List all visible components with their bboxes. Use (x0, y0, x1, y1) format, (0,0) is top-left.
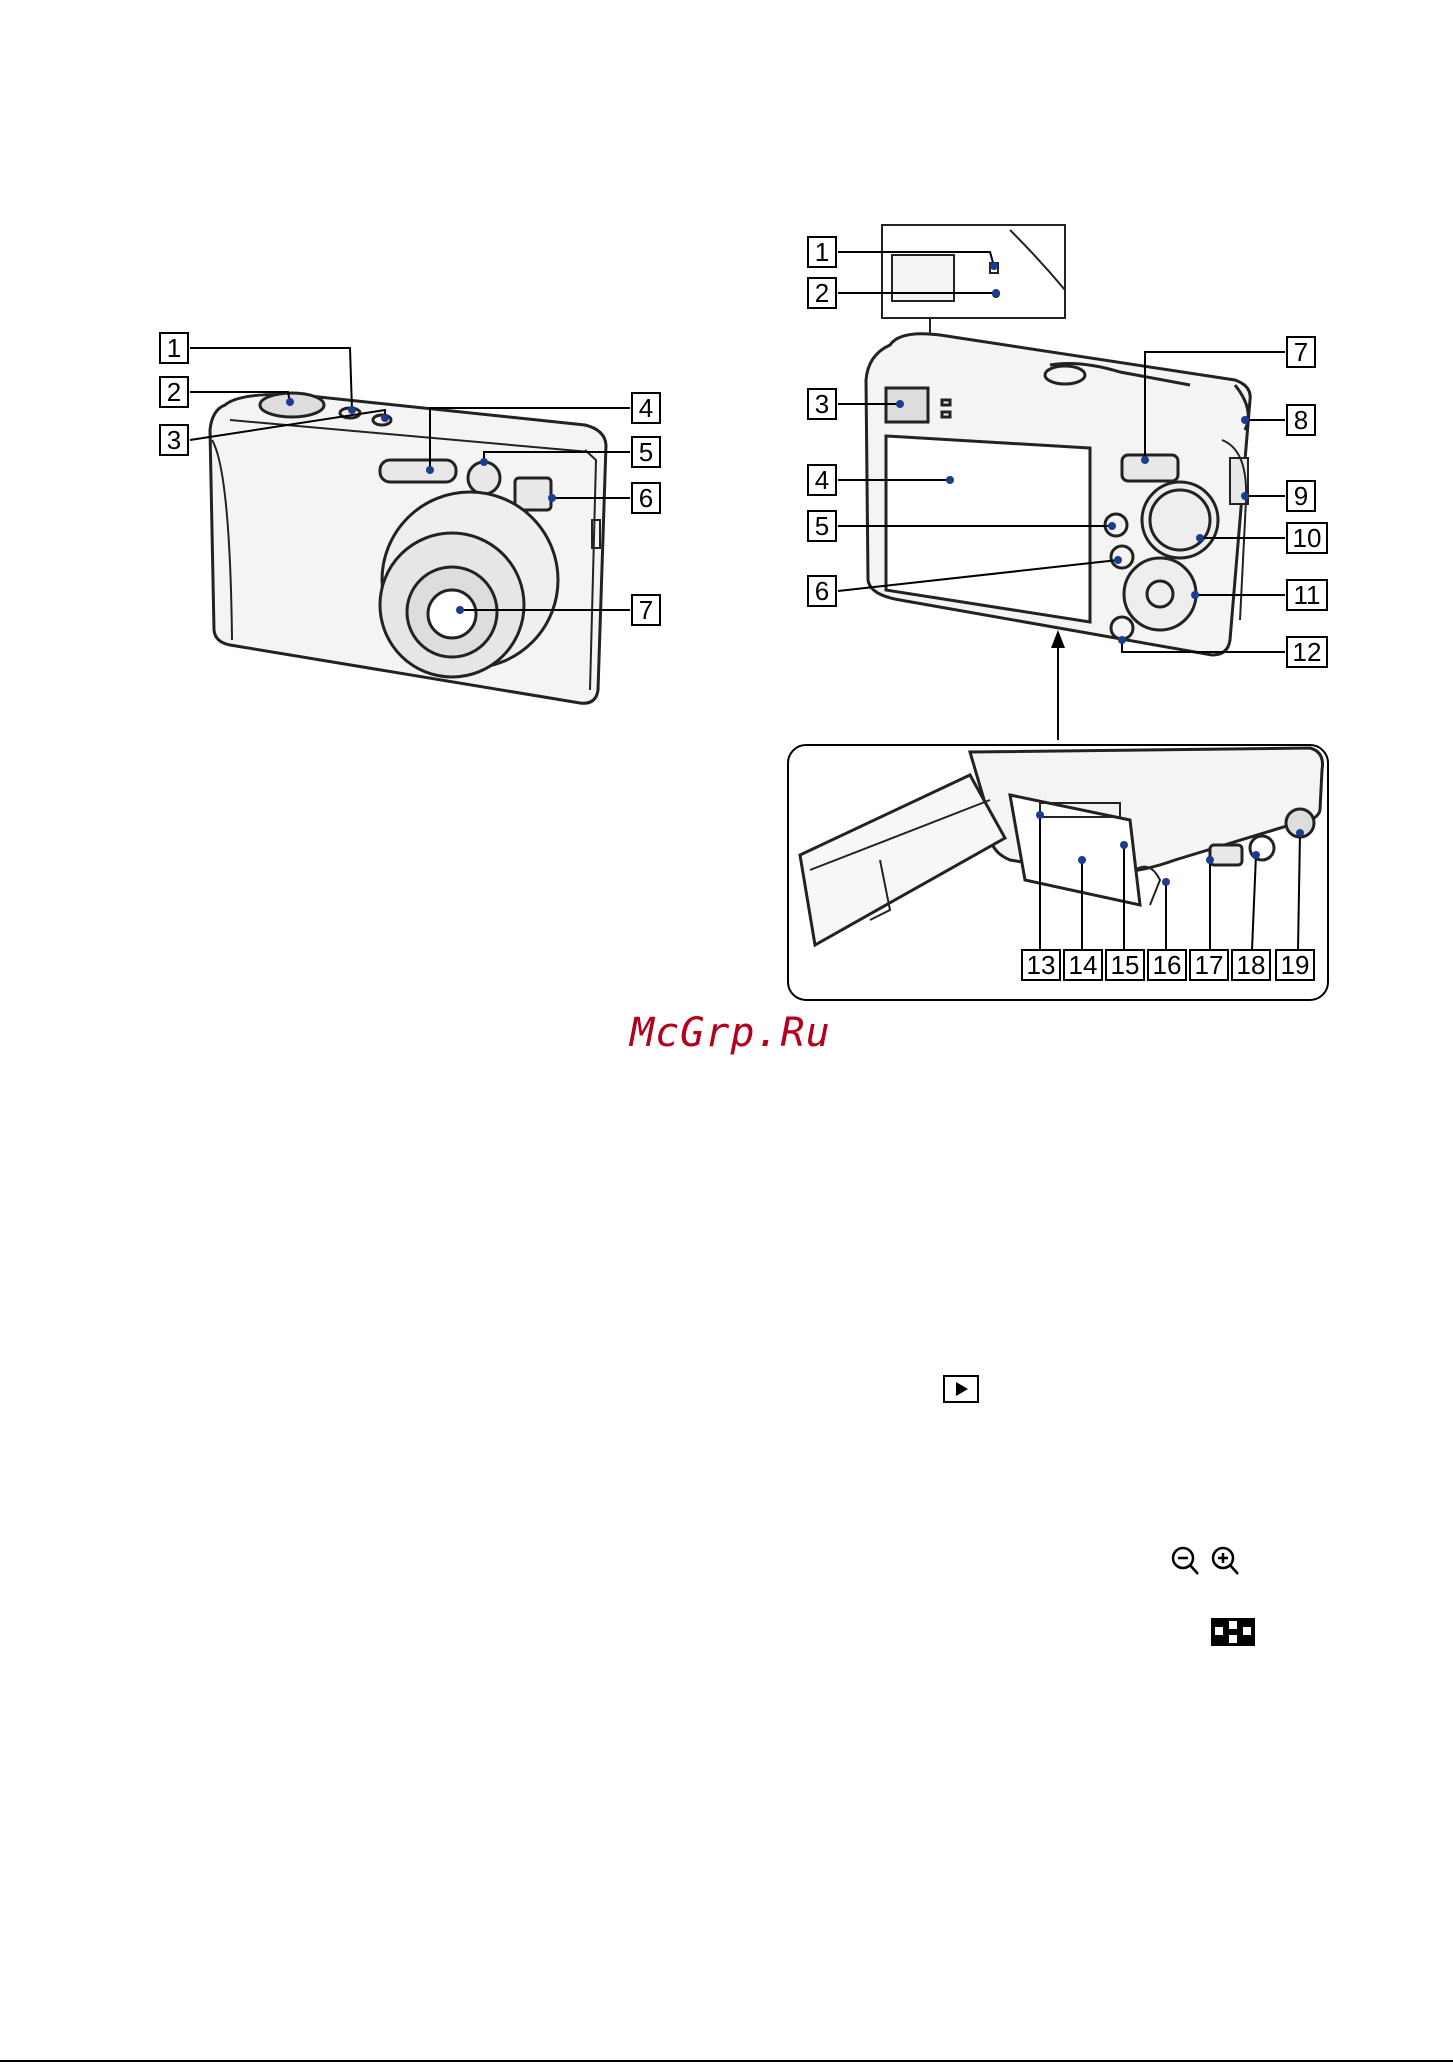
callout-label: 15 (1111, 950, 1140, 980)
callout-label: 3 (815, 389, 829, 419)
back-callout-6: 6 (808, 576, 836, 606)
front-callout-3: 3 (160, 425, 188, 455)
bottom-callout-15: 15 (1106, 950, 1144, 980)
front-callout-2: 2 (160, 377, 188, 407)
front-callout-4: 4 (632, 393, 660, 423)
callout-label: 5 (815, 511, 829, 541)
callout-label: 8 (1294, 405, 1308, 435)
callout-label: 7 (639, 595, 653, 625)
back-callout-9: 9 (1287, 481, 1315, 511)
back-callout-7: 7 (1287, 337, 1315, 367)
back-callout-11: 11 (1287, 580, 1327, 610)
callout-label: 4 (639, 393, 653, 423)
back-callout-5: 5 (808, 511, 836, 541)
back-callout-12: 12 (1287, 637, 1327, 667)
zoom-out-icon (1173, 1548, 1198, 1574)
callout-label: 11 (1294, 580, 1321, 610)
back-callout-3: 3 (808, 389, 836, 419)
rotate-arrow (1051, 630, 1065, 740)
bottom-view-panel: 13 14 15 16 17 18 19 (788, 745, 1328, 1000)
footer-rule (0, 2060, 1453, 2062)
back-callout-8: 8 (1287, 405, 1315, 435)
watermark: McGrp.Ru (630, 1010, 831, 1056)
index-grid-icon (1210, 1617, 1256, 1647)
callout-label: 13 (1027, 950, 1056, 980)
callout-label: 17 (1195, 950, 1224, 980)
callout-label: 19 (1281, 950, 1310, 980)
bottom-callout-19: 19 (1276, 950, 1314, 980)
callout-label: 1 (167, 333, 181, 363)
callout-label: 5 (639, 437, 653, 467)
zoom-in-icon (1213, 1548, 1238, 1574)
callout-label: 7 (1294, 337, 1308, 367)
back-callout-4: 4 (808, 465, 836, 495)
bottom-callout-14: 14 (1064, 950, 1102, 980)
callout-label: 14 (1069, 950, 1098, 980)
callout-label: 9 (1294, 481, 1308, 511)
bottom-callout-13: 13 (1022, 950, 1060, 980)
callout-label: 3 (167, 425, 181, 455)
front-callout-1: 1 (160, 333, 188, 363)
callout-label: 6 (815, 576, 829, 606)
callout-label: 6 (639, 483, 653, 513)
front-callout-6: 6 (632, 483, 660, 513)
callout-label: 2 (815, 278, 829, 308)
back-callout-10: 10 (1287, 523, 1327, 553)
back-camera-illustration (866, 334, 1250, 655)
front-camera-illustration (210, 393, 606, 703)
bottom-callouts: 13 14 15 16 17 18 19 (1022, 950, 1314, 980)
front-callout-7: 7 (632, 595, 660, 625)
callout-label: 16 (1153, 950, 1182, 980)
back-callout-2: 2 (808, 278, 836, 308)
zoom-icons (1168, 1544, 1248, 1580)
front-callout-5: 5 (632, 437, 660, 467)
bottom-callout-16: 16 (1148, 950, 1186, 980)
back-callout-1: 1 (808, 237, 836, 267)
callout-label: 12 (1293, 637, 1322, 667)
callout-label: 1 (815, 237, 829, 267)
bottom-callout-18: 18 (1232, 950, 1270, 980)
play-icon (943, 1375, 979, 1403)
callout-label: 10 (1293, 523, 1322, 553)
callout-label: 18 (1237, 950, 1266, 980)
bottom-callout-17: 17 (1190, 950, 1228, 980)
callout-label: 4 (815, 465, 829, 495)
callout-label: 2 (167, 377, 181, 407)
